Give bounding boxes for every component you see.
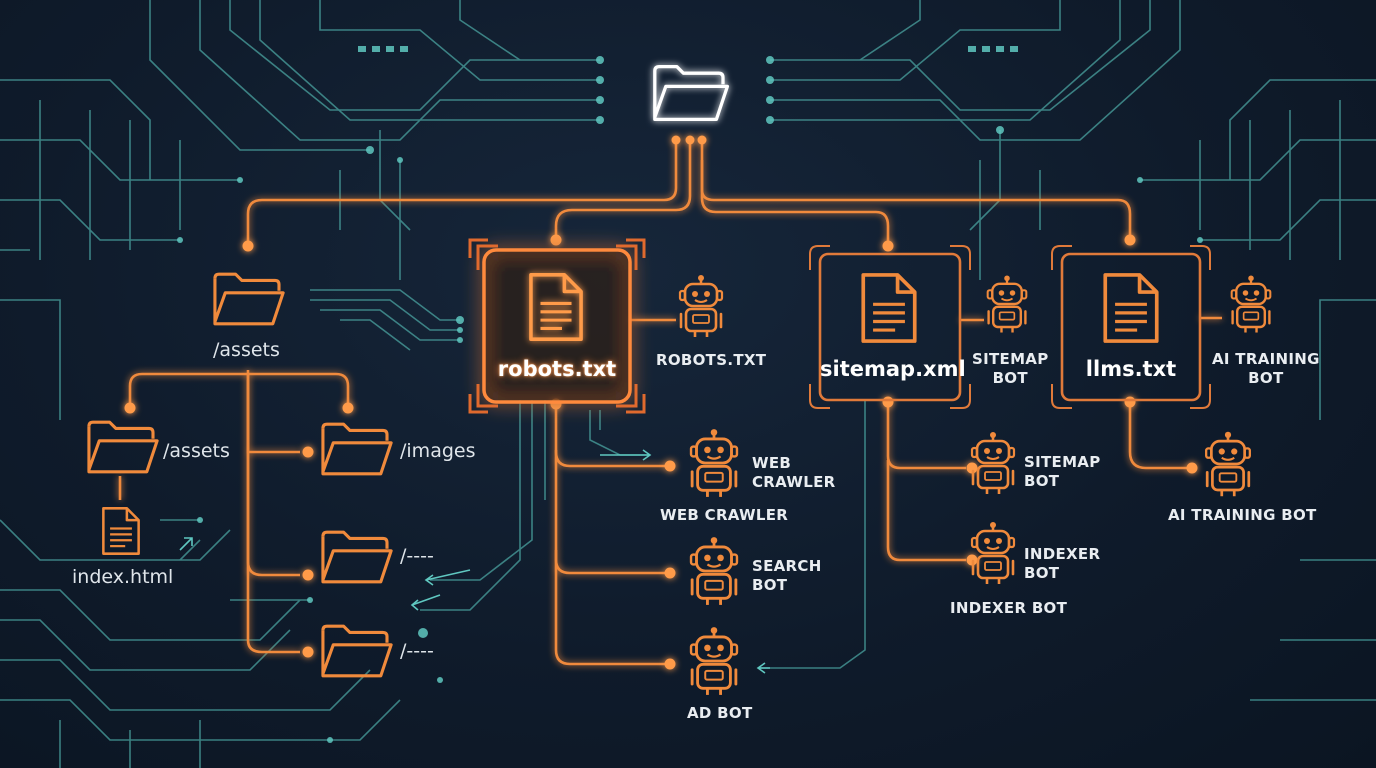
indexer-bot-caption: INDEXER BOT bbox=[950, 599, 1068, 617]
web-crawler-caption: WEB CRAWLER bbox=[660, 506, 789, 524]
circuit-nodes bbox=[177, 46, 1203, 743]
assets-sub-folder-icon bbox=[87, 420, 159, 474]
robots-card bbox=[482, 248, 632, 404]
dash2-folder-icon bbox=[321, 624, 393, 678]
connector-dots bbox=[124, 135, 1198, 670]
robots-side-bot-icon bbox=[678, 274, 724, 338]
sitemap-bot-label: SITEMAP BOT bbox=[1024, 453, 1101, 490]
images-folder-icon bbox=[321, 422, 393, 476]
llms-file-label[interactable]: llms.txt bbox=[1085, 357, 1177, 381]
sitemap-doc-icon bbox=[861, 273, 917, 343]
web-crawler-bot-icon bbox=[689, 428, 739, 498]
assets-top-folder-icon bbox=[213, 272, 285, 326]
indexer-bot-label: INDEXER BOT bbox=[1024, 545, 1101, 582]
orange-connectors bbox=[118, 140, 1222, 666]
dash1-folder-label[interactable]: /---- bbox=[400, 545, 434, 567]
sitemap-side-bot-icon bbox=[986, 274, 1028, 334]
ad-bot-label: AD BOT bbox=[687, 704, 753, 722]
ai-side-bot-label: AI TRAINING BOT bbox=[1212, 350, 1320, 387]
teal-arrows bbox=[179, 449, 770, 674]
robots-card-brackets bbox=[468, 238, 646, 414]
llms-doc-icon bbox=[1103, 273, 1159, 343]
search-bot-icon bbox=[689, 536, 739, 606]
sitemap-card bbox=[809, 245, 971, 409]
dash2-folder-label[interactable]: /---- bbox=[400, 640, 434, 662]
assets-sub-folder-label[interactable]: /assets bbox=[163, 440, 230, 462]
ad-bot-icon bbox=[689, 626, 739, 696]
sitemap-bot-icon bbox=[970, 430, 1016, 496]
assets-top-folder-label[interactable]: /assets bbox=[213, 339, 280, 361]
root-folder-icon bbox=[653, 64, 730, 122]
ai-training-bot-label: AI TRAINING BOT bbox=[1168, 506, 1317, 524]
llms-card bbox=[1051, 245, 1211, 409]
indexer-bot-icon bbox=[970, 520, 1016, 586]
dash1-folder-icon bbox=[321, 530, 393, 584]
sitemap-side-bot-label: SITEMAP BOT bbox=[972, 350, 1049, 387]
images-folder-label[interactable]: /images bbox=[400, 440, 476, 462]
folder-icons bbox=[87, 272, 393, 678]
sitemap-file-label[interactable]: sitemap.xml bbox=[820, 357, 966, 381]
ai-training-bot-icon bbox=[1204, 430, 1252, 498]
index-file-label[interactable]: index.html bbox=[72, 566, 174, 588]
robots-file-label[interactable]: robots.txt bbox=[497, 357, 617, 381]
search-bot-label: SEARCH BOT bbox=[752, 557, 822, 594]
index-doc-icon bbox=[102, 507, 140, 555]
web-crawler-bot-label: WEB CRAWLER bbox=[752, 454, 836, 491]
robots-side-bot-label: ROBOTS.TXT bbox=[656, 351, 767, 369]
ai-side-bot-icon bbox=[1230, 274, 1272, 334]
